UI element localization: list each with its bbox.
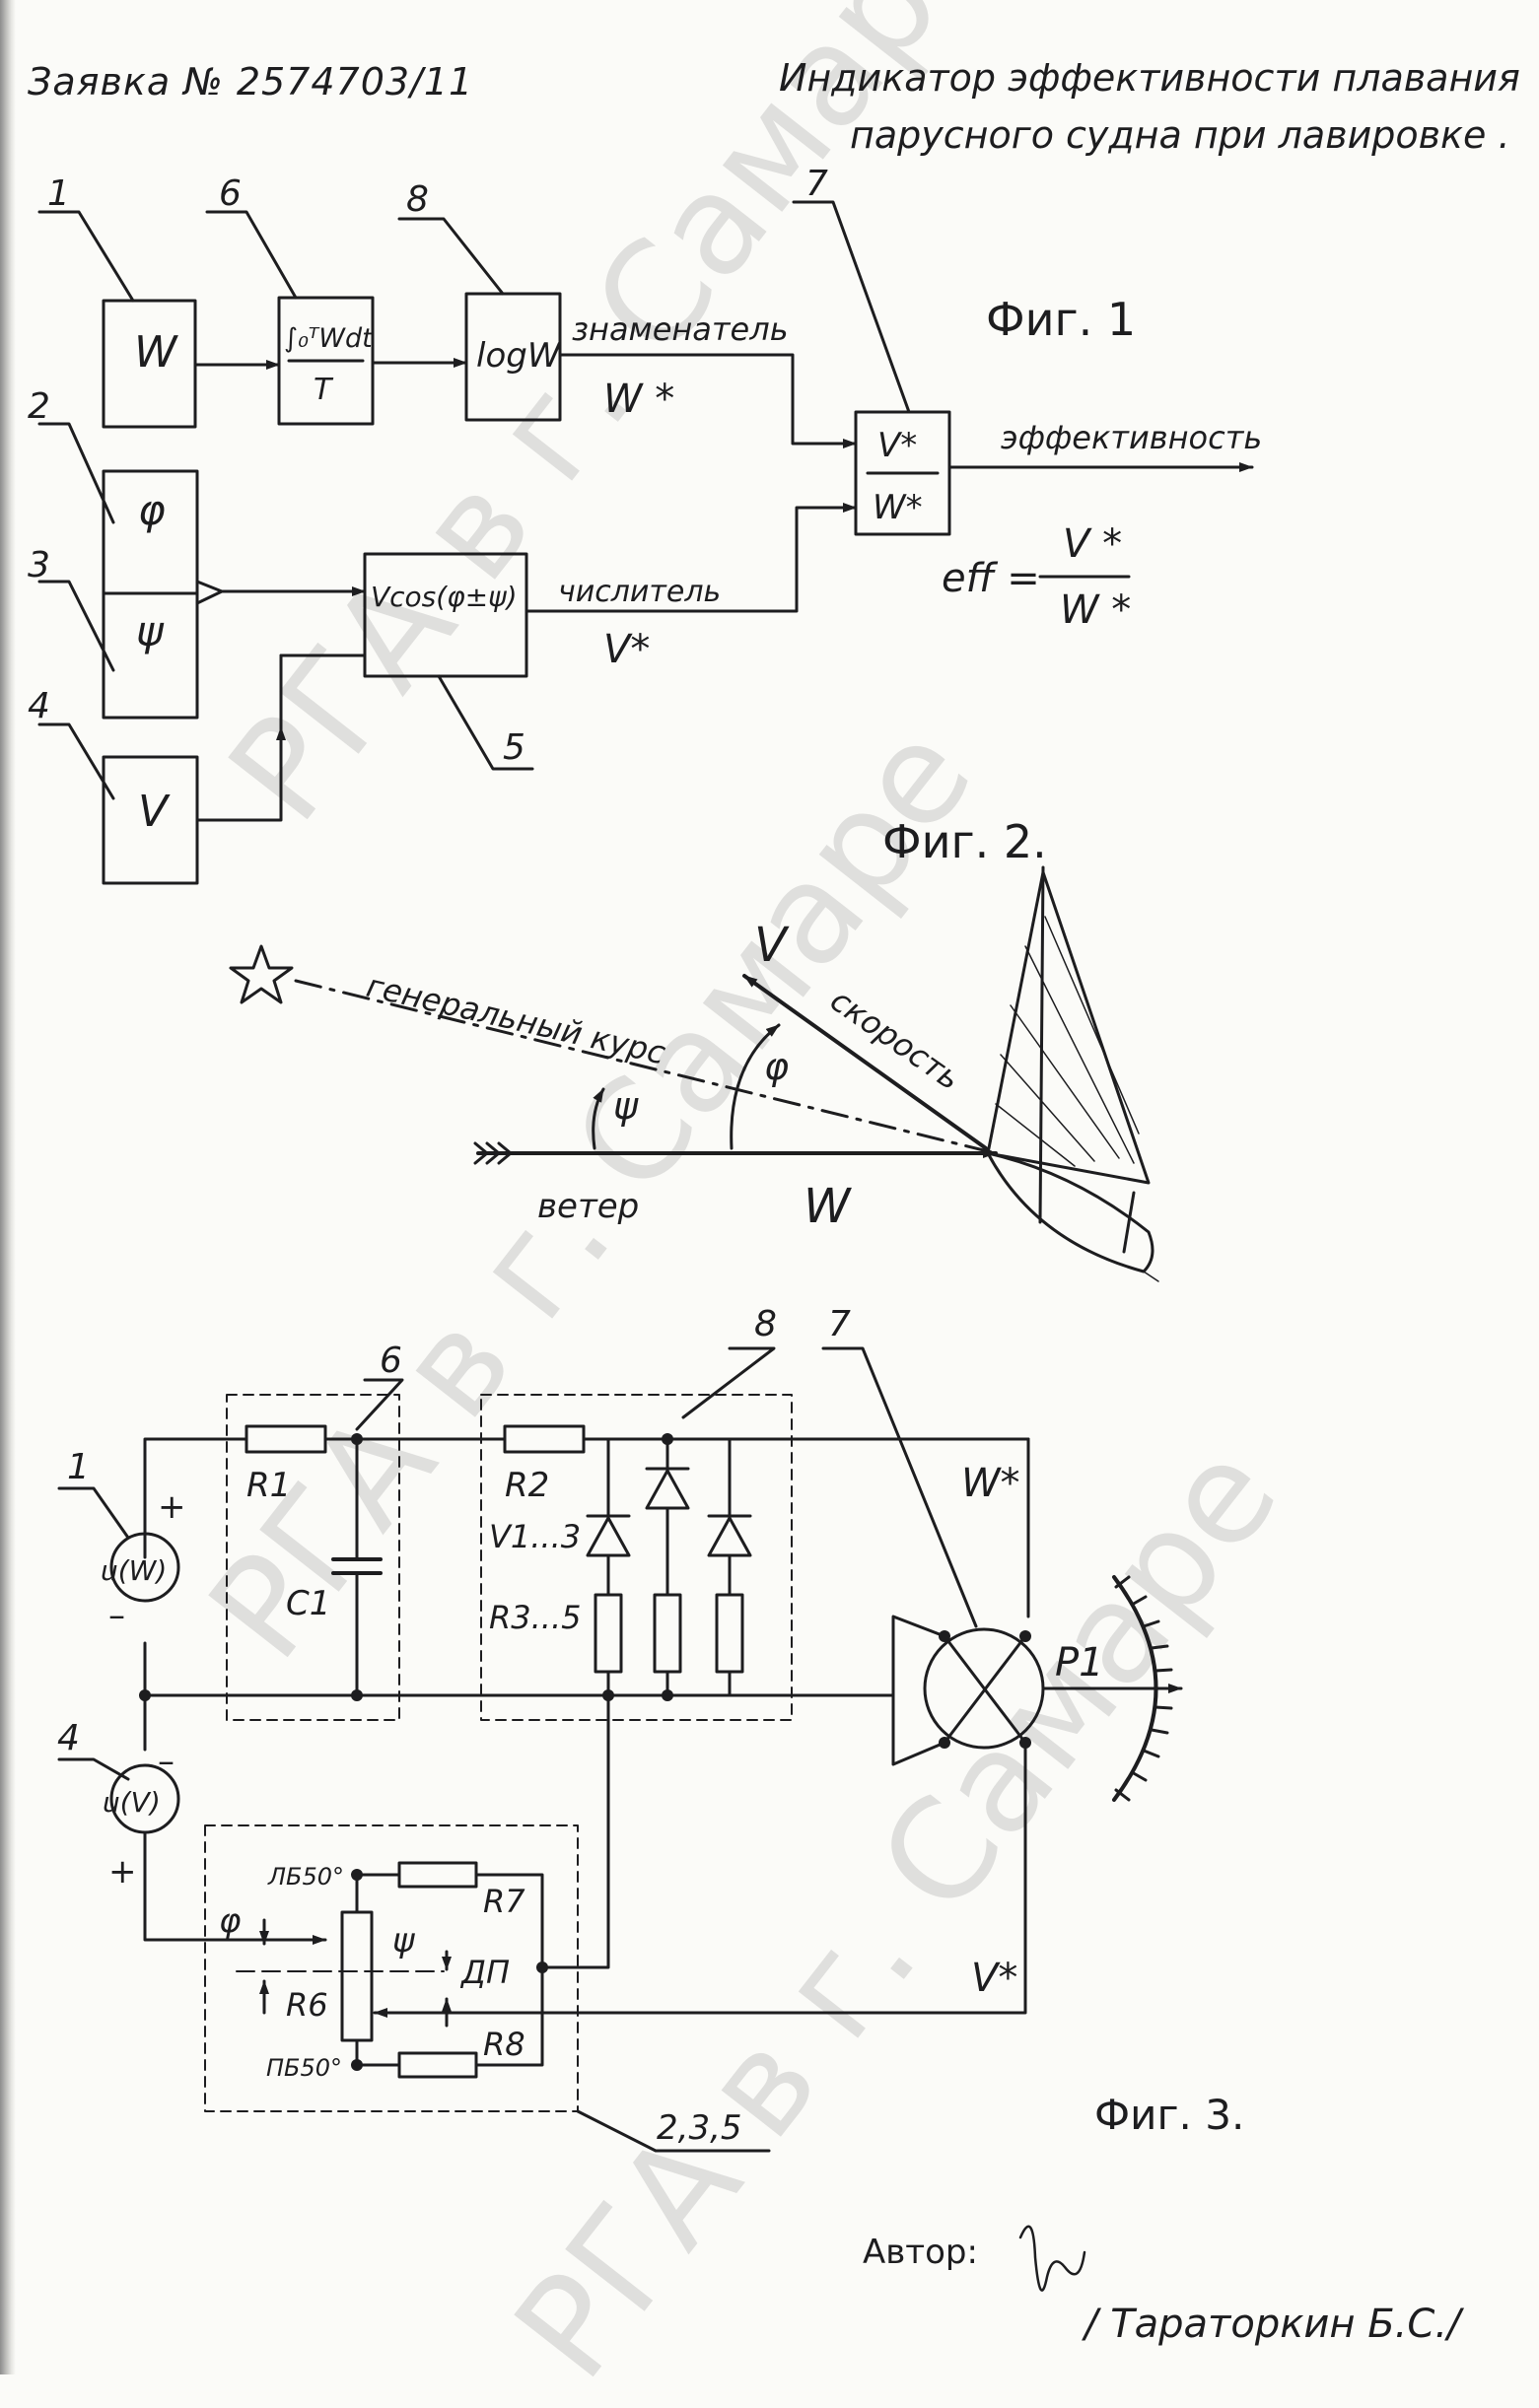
fig1-log-label: logW [476, 336, 562, 376]
label-general-course: генеральный курс [363, 967, 669, 1072]
fig3-ref-6: 6 [380, 1341, 402, 1381]
resistor-r8 [397, 2051, 478, 2079]
label-numerator: числитель [558, 575, 721, 609]
label-u-w: u(W) [101, 1554, 167, 1587]
wind-feathers [473, 1141, 513, 1165]
label-v1-3: V1...3 [489, 1518, 581, 1555]
fig3-ref-2-3-5: 2,3,5 [657, 2108, 742, 2148]
zener-diodes-v1-3 [586, 1437, 752, 1597]
label-p1: P1 [1055, 1640, 1104, 1686]
ref-4: 4 [28, 686, 50, 726]
speed-vector [742, 974, 988, 1150]
label-psi-r6: ψ [392, 1921, 415, 1961]
psi-angle-arc [592, 1087, 605, 1150]
label-denominator: знаменатель [572, 310, 789, 348]
fig1-v-label: V [138, 787, 171, 837]
star-target-icon [229, 944, 294, 1004]
fig1-block-diagram [37, 200, 1254, 885]
fig1-ratio-bottom: W* [873, 488, 923, 527]
fig1-integrator-top: ∫₀ᵀWdt [284, 323, 374, 354]
plus-u-v: + [108, 1852, 137, 1892]
potentiometer-r6 [236, 1693, 610, 2079]
ref-5: 5 [503, 727, 525, 768]
label-v-star: V* [971, 1956, 1017, 2001]
label-r6: R6 [286, 1986, 328, 2024]
fig1-vcos-label: Vcos(φ±ψ) [371, 581, 518, 613]
fig3-circuit [57, 1346, 1183, 2153]
label-dp: ДП [459, 1954, 510, 1991]
ratio-meter-p1 [373, 1575, 1183, 2018]
dashed-box-2-3-5 [204, 1824, 579, 2112]
invention-title-line-1: Индикатор эффективности плавания [779, 56, 1520, 100]
label-r7: R7 [483, 1883, 525, 1920]
label-pb50: ПБ50° [266, 2054, 342, 2082]
ref-8: 8 [406, 179, 429, 220]
author-name: / Тараторкин Б.С./ [1084, 2302, 1461, 2347]
symbol-w: W [804, 1179, 852, 1234]
sailboat-drawing [986, 865, 1159, 1282]
resistor-r2 [503, 1424, 586, 1454]
label-r8: R8 [483, 2026, 525, 2063]
label-numerator-symbol: V* [603, 627, 650, 672]
block-8-log [464, 292, 562, 422]
fig1-phi-label: φ [138, 486, 166, 534]
author-signature [1018, 2225, 1086, 2292]
dashed-box-6 [226, 1394, 400, 1721]
fig2-vector-diagram [229, 865, 1159, 1282]
source-u-w [109, 1532, 180, 1603]
ref-7: 7 [805, 164, 828, 204]
label-phi-r6: φ [219, 1901, 242, 1941]
label-u-v: u(V) [103, 1786, 161, 1819]
fig1-psi-label: ψ [136, 607, 165, 655]
fig1-caption: Фиг. 1 [986, 293, 1136, 346]
label-speed: скорость [823, 981, 967, 1097]
label-lb50: ЛБ50° [267, 1863, 344, 1891]
label-output-efficiency: эффективность [1001, 419, 1262, 456]
formula-lhs: eff = [942, 556, 1040, 601]
fig3-ref-7: 7 [828, 1304, 851, 1344]
fig1-integrator-bottom: T [314, 373, 334, 407]
fig1-ratio-top: V* [877, 426, 917, 465]
fig2-caption: Фиг. 2. [882, 815, 1047, 868]
fig1-block-w-label: W [134, 327, 178, 378]
fig3-ref-8: 8 [754, 1304, 777, 1344]
label-r2: R2 [505, 1466, 549, 1505]
fig3-ref-4: 4 [57, 1718, 80, 1758]
formula-numerator: V * [1063, 521, 1122, 567]
author-label: Автор: [863, 2233, 978, 2272]
fig3-caption: Фиг. 3. [1094, 2091, 1244, 2139]
fig3-ref-1: 1 [67, 1447, 90, 1487]
label-denominator-symbol: W * [603, 377, 674, 422]
symbol-v: V [754, 918, 790, 973]
ref-2: 2 [28, 386, 50, 427]
symbol-psi: ψ [613, 1084, 639, 1128]
application-number: Заявка № 2574703/11 [28, 60, 474, 103]
plus-u-w: + [158, 1487, 186, 1527]
minus-u-w: – [108, 1596, 125, 1635]
label-c1: C1 [286, 1584, 330, 1623]
block-3-psi-sensor [102, 591, 199, 720]
dashed-box-8 [480, 1394, 793, 1721]
block-5-vcos [363, 552, 528, 678]
invention-title-line-2: парусного судна при лавировке . [850, 113, 1510, 157]
ref-3: 3 [28, 545, 50, 585]
label-r3-5: R3...5 [489, 1599, 581, 1636]
label-wind: ветер [537, 1187, 639, 1226]
label-w-star: W* [961, 1461, 1020, 1506]
label-r1: R1 [246, 1466, 291, 1505]
block-7-divider [854, 410, 951, 536]
resistor-r7 [397, 1861, 478, 1889]
minus-u-v: – [158, 1742, 175, 1781]
resistors-r3-5 [594, 1593, 744, 1697]
phi-angle-arc [730, 1023, 781, 1150]
ref-6: 6 [219, 173, 242, 214]
formula-denominator: W * [1060, 587, 1131, 633]
resistor-r1 [245, 1424, 327, 1454]
scan-edge-shadow [0, 0, 16, 2374]
ref-1: 1 [47, 173, 70, 214]
general-course-line [294, 979, 998, 1155]
symbol-phi: φ [764, 1045, 789, 1088]
